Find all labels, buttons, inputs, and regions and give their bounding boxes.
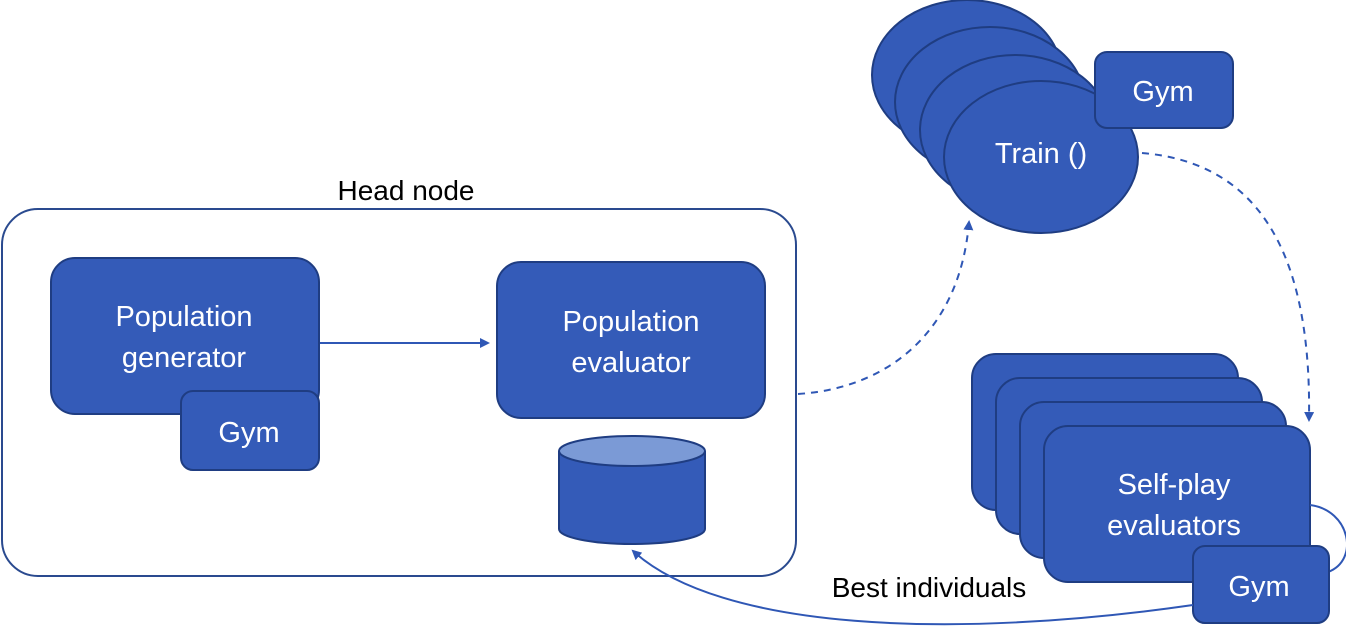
evaluator-to-train-arrow — [797, 220, 974, 395]
head-node-title: Head node — [337, 175, 474, 206]
train-to-selfplay-arrow — [1141, 152, 1315, 422]
population-evaluator-label-line1: Population — [562, 306, 699, 338]
database-cylinder-icon — [558, 435, 706, 545]
best-individuals-label: Best individuals — [832, 572, 1027, 603]
generator-gym-box — [180, 390, 320, 471]
train-gym-box — [1094, 51, 1234, 129]
population-evaluator-label-line2: evaluator — [571, 347, 691, 379]
population-evaluator-box — [496, 261, 766, 419]
selfplay-label-line2: evaluators — [1107, 510, 1241, 542]
train-gym-label: Gym — [1132, 76, 1193, 108]
selfplay-self-loop — [1309, 504, 1346, 573]
selfplay-gym-label: Gym — [1228, 571, 1289, 603]
generator-gym-label: Gym — [218, 417, 279, 449]
train-label: Train () — [995, 138, 1087, 170]
population-generator-label-line1: Population — [115, 301, 252, 333]
train-node-stack — [871, 0, 1139, 234]
selfplay-gym-box — [1192, 545, 1330, 624]
selfplay-node-stack — [971, 353, 1311, 583]
selfplay-label-line1: Self-play — [1118, 469, 1231, 501]
population-generator-label-line2: generator — [122, 342, 246, 374]
best-individuals-arrow — [631, 549, 1194, 626]
